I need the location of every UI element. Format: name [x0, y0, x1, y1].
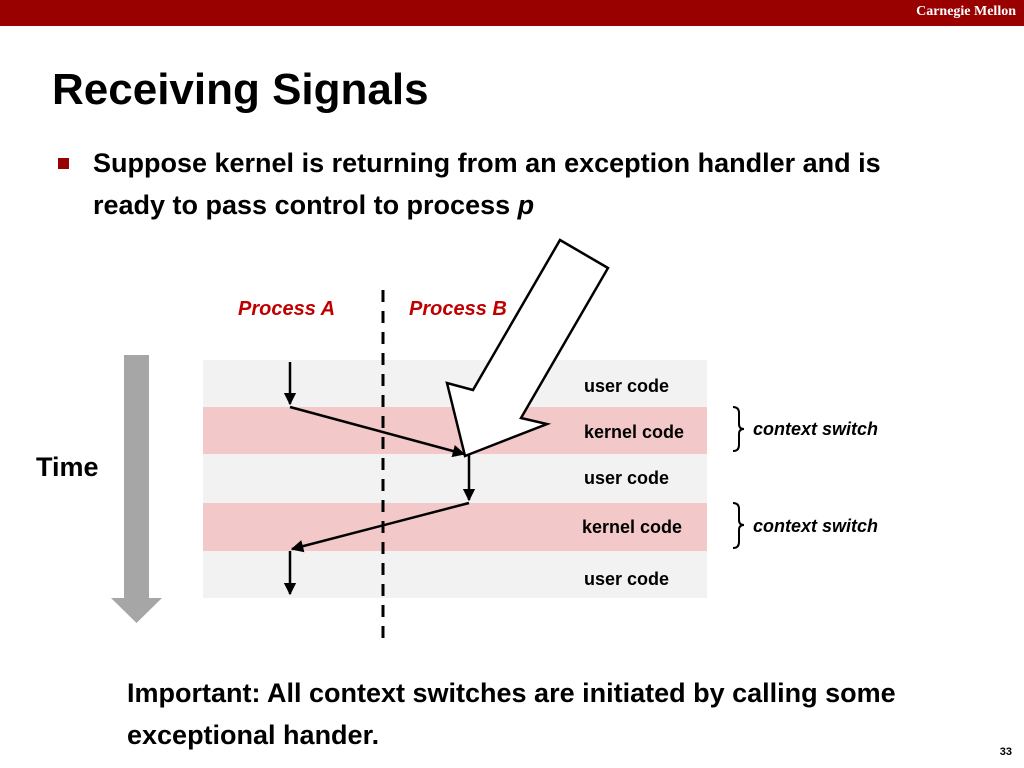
bullet-text-emphasis: p — [517, 190, 535, 220]
pointer-arrow — [445, 238, 610, 458]
page-number: 33 — [999, 746, 1012, 758]
band-label-user-1: user code — [584, 376, 670, 396]
band-user-2 — [203, 454, 707, 503]
time-label: Time — [36, 452, 99, 482]
context-switch-label-2: context switch — [753, 516, 879, 536]
context-switch-label-1: context switch — [753, 419, 879, 439]
time-arrow — [111, 355, 162, 623]
slide-title: Receiving Signals — [52, 65, 429, 114]
important-note: Important: All context switches are init… — [127, 678, 896, 750]
band-kernel-2 — [203, 503, 707, 551]
bullet-square-icon — [58, 158, 69, 169]
process-a-label: Process A — [238, 298, 336, 320]
flow-switch-1-arrow — [289, 405, 466, 458]
process-b-label: Process B — [409, 298, 507, 320]
flow-switch-2-arrow — [290, 501, 470, 553]
header-bar: Carnegie Mellon — [0, 0, 1024, 26]
brand-label: Carnegie Mellon — [916, 4, 1016, 19]
bullet-text: Suppose kernel is returning from an exce… — [93, 142, 893, 226]
band-label-kernel-1: kernel code — [584, 422, 685, 442]
brace-context-switch-2 — [732, 502, 745, 549]
band-label-user-2: user code — [584, 468, 670, 488]
bullet-text-main: Suppose kernel is returning from an exce… — [93, 148, 881, 220]
band-label-kernel-2: kernel code — [582, 517, 683, 537]
band-label-user-3: user code — [584, 569, 670, 589]
brace-context-switch-1 — [732, 406, 745, 452]
